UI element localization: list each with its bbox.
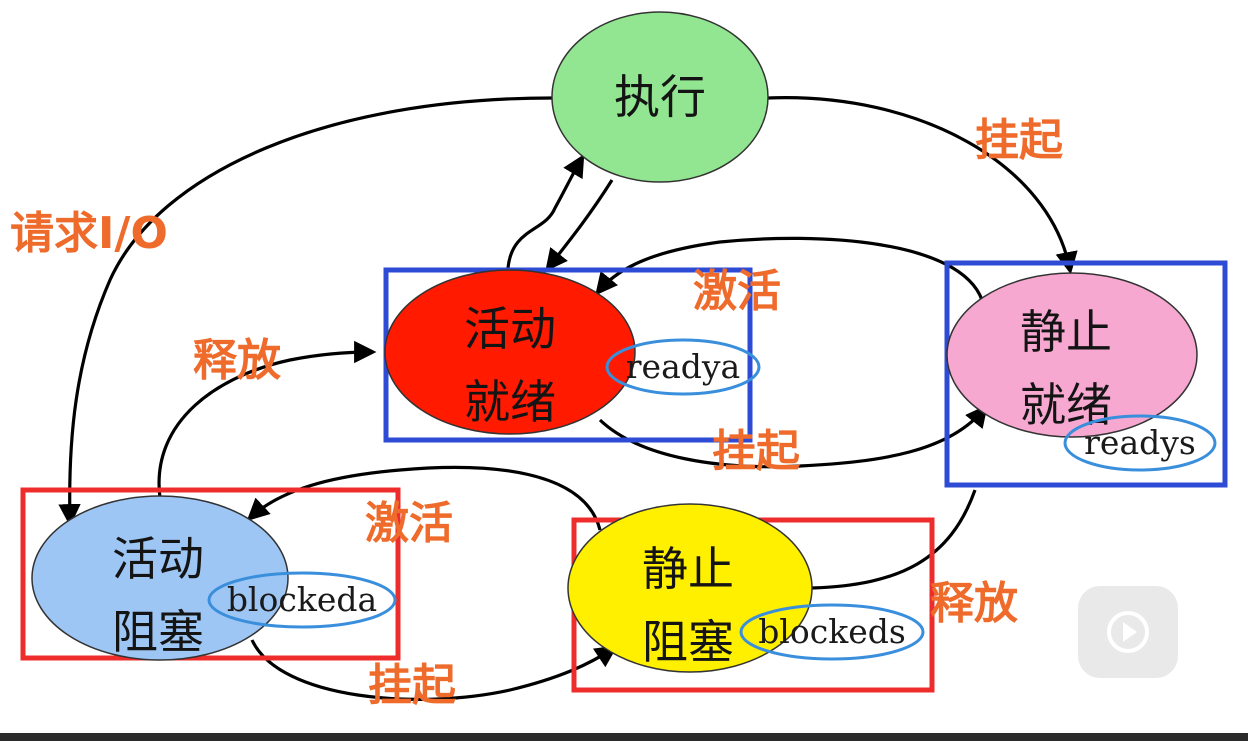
state-static-blocked: 静止 阻塞 [567, 503, 813, 673]
state-active-ready-line1: 活动 [464, 302, 556, 356]
label-release-static: 释放 [930, 578, 1018, 629]
state-running: 执行 [551, 11, 769, 183]
edge-running-to-active-blocked [58, 96, 553, 527]
state-active-ready-line2: 就绪 [464, 375, 556, 429]
edge-running-to-static-ready [767, 96, 1078, 275]
edge-active-ready-to-running [506, 154, 585, 269]
play-icon [1107, 611, 1149, 653]
tag-readya-text: readya [626, 347, 740, 386]
highlight-box-active-blocked [20, 487, 401, 661]
state-static-ready-line1: 静止 [1020, 305, 1112, 359]
edge-static-blocked-to-static-ready [811, 489, 977, 590]
video-progress-bar[interactable] [0, 733, 1248, 741]
edge-static-ready-to-active-ready [595, 236, 984, 301]
edge-active-ready-to-static-ready [598, 404, 988, 469]
tag-blockeda-text: blockeda [227, 580, 377, 619]
tag-readys: readys [1063, 414, 1217, 472]
tag-blockeda: blockeda [207, 571, 397, 629]
label-suspend-ready: 挂起 [712, 426, 801, 477]
state-active-ready: 活动 就绪 [384, 269, 636, 435]
label-running-to-static-ready: 挂起 [975, 115, 1064, 166]
tag-blockeds: blockeds [739, 603, 925, 661]
state-running-label: 执行 [614, 70, 706, 124]
label-activate-blocked: 激活 [365, 498, 453, 549]
label-release-active: 释放 [193, 335, 281, 386]
state-static-ready: 静止 就绪 [946, 272, 1198, 438]
edge-running-to-active-ready [545, 179, 614, 272]
edge-static-blocked-to-active-blocked [246, 465, 602, 531]
edge-active-blocked-to-static-blocked [250, 639, 618, 701]
label-request-io: 请求I/O [10, 208, 168, 259]
tag-readya: readya [605, 338, 761, 396]
state-static-ready-line2: 就绪 [1020, 378, 1112, 432]
video-play-button[interactable] [1078, 586, 1178, 678]
label-activate-ready: 激活 [693, 266, 781, 317]
tag-blockeds-text: blockeds [758, 612, 906, 651]
state-static-blocked-line1: 静止 [642, 542, 734, 596]
state-active-blocked-line2: 阻塞 [112, 605, 204, 659]
state-static-blocked-line2: 阻塞 [642, 615, 734, 669]
highlight-box-static-ready [944, 260, 1228, 488]
label-suspend-blocked: 挂起 [368, 660, 457, 711]
state-active-blocked-line1: 活动 [112, 532, 204, 586]
state-active-blocked: 活动 阻塞 [31, 495, 289, 661]
edge-active-blocked-to-active-ready [157, 340, 377, 499]
tag-readys-text: readys [1084, 423, 1196, 462]
